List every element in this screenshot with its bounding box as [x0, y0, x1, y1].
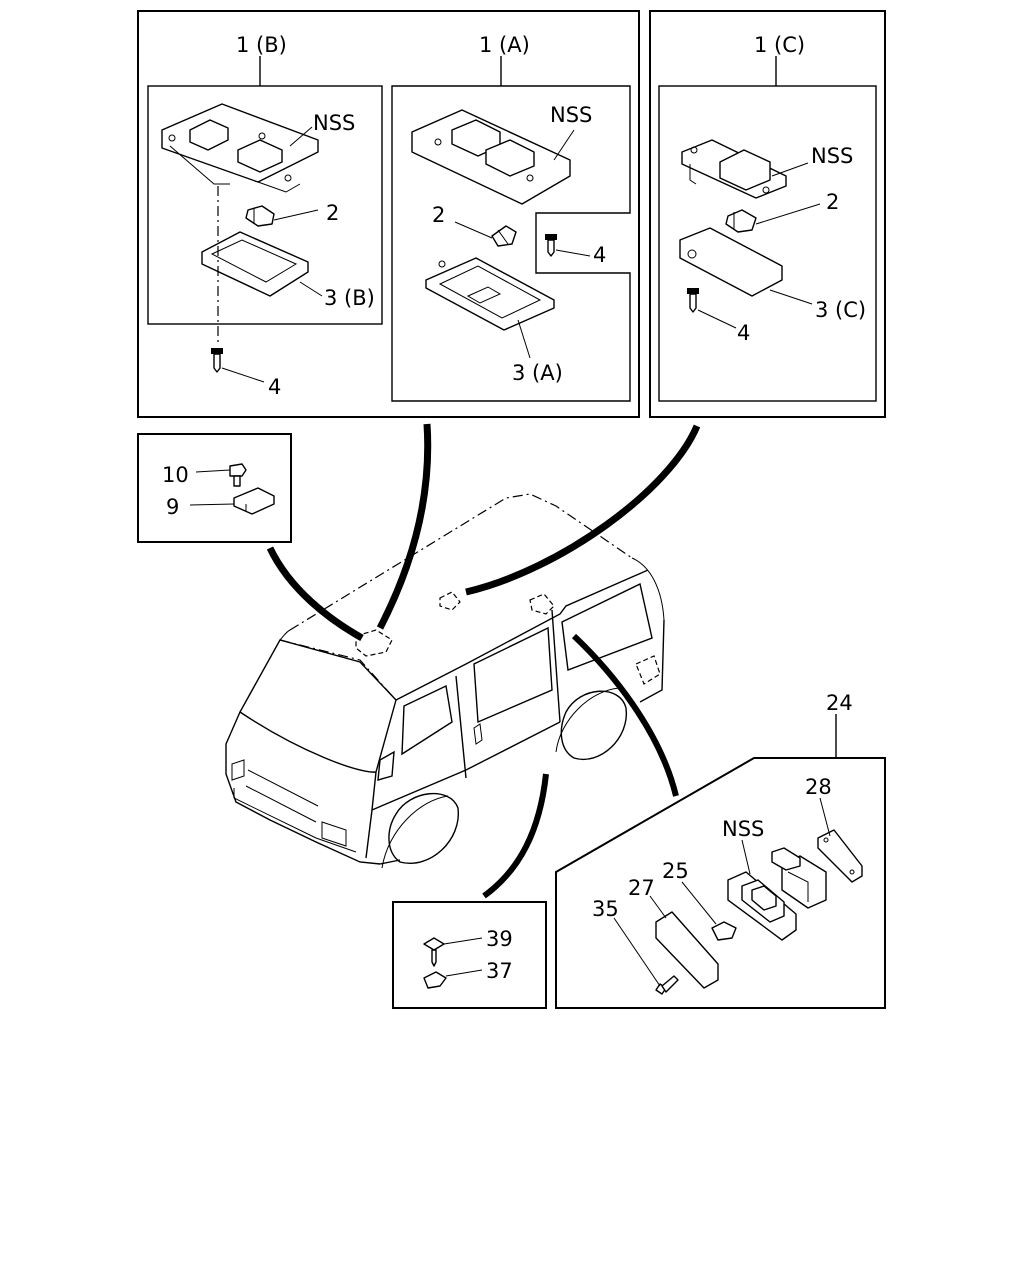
bracket-9 [233, 487, 275, 515]
label-part-9: 9 [166, 495, 179, 519]
label-nss-side: NSS [722, 817, 764, 841]
bolt-10 [229, 463, 247, 487]
lamp-frame-side [727, 871, 797, 941]
label-lens-b: 3 (B) [324, 286, 375, 310]
label-nss-a: NSS [550, 103, 592, 127]
label-part-37: 37 [486, 959, 513, 983]
rivet-39 [423, 937, 445, 967]
panel-fasteners: 39 37 [392, 901, 547, 1009]
label-lens-a: 3 (A) [512, 361, 563, 385]
label-nss-c: NSS [811, 144, 853, 168]
bulb-25 [711, 921, 737, 941]
lens-c [679, 227, 783, 297]
label-part-35: 35 [592, 897, 619, 921]
label-part-10: 10 [162, 463, 189, 487]
panel-clip: 10 9 [137, 433, 292, 543]
screw-35 [655, 975, 679, 995]
label-lens-c: 3 (C) [815, 298, 866, 322]
label-screw-a: 4 [593, 243, 606, 267]
panel-room-lamp-c: 1 (C) [649, 10, 886, 418]
label-lamp-c: 1 (C) [754, 33, 805, 57]
lens-27 [655, 911, 719, 989]
panel-side-lamp: 24 28 NSS 25 [555, 691, 886, 1009]
lens-b [201, 231, 309, 297]
label-part-25: 25 [662, 859, 689, 883]
bulb-c [725, 209, 757, 233]
lamp-housing-c [681, 139, 787, 199]
clip-37 [423, 971, 447, 989]
screw-b [211, 348, 223, 373]
screw-c [687, 288, 699, 313]
label-nss-b: NSS [313, 111, 355, 135]
leader-arcs [266, 423, 701, 899]
label-bulb-a: 2 [432, 203, 445, 227]
lens-a [425, 257, 555, 331]
bulb-a [491, 225, 517, 247]
label-part-39: 39 [486, 927, 513, 951]
panel-room-lamp-a-b: 1 (B) 1 (A) [137, 10, 640, 418]
label-screw-b: 4 [268, 375, 281, 399]
label-lamp-b: 1 (B) [236, 33, 287, 57]
van-illustration [225, 493, 665, 869]
lamp-body-side [771, 847, 827, 909]
lamp-housing-b [161, 103, 319, 193]
gasket-28 [817, 829, 863, 883]
label-bulb-c: 2 [826, 190, 839, 214]
label-bulb-b: 2 [326, 201, 339, 225]
label-part-24: 24 [826, 691, 853, 715]
lamp-housing-a [411, 109, 571, 205]
label-lamp-a: 1 (A) [479, 33, 530, 57]
screw-a [545, 234, 557, 257]
label-part-28: 28 [805, 775, 832, 799]
label-screw-c: 4 [737, 321, 750, 345]
bulb-b [245, 205, 275, 227]
label-part-27: 27 [628, 876, 655, 900]
